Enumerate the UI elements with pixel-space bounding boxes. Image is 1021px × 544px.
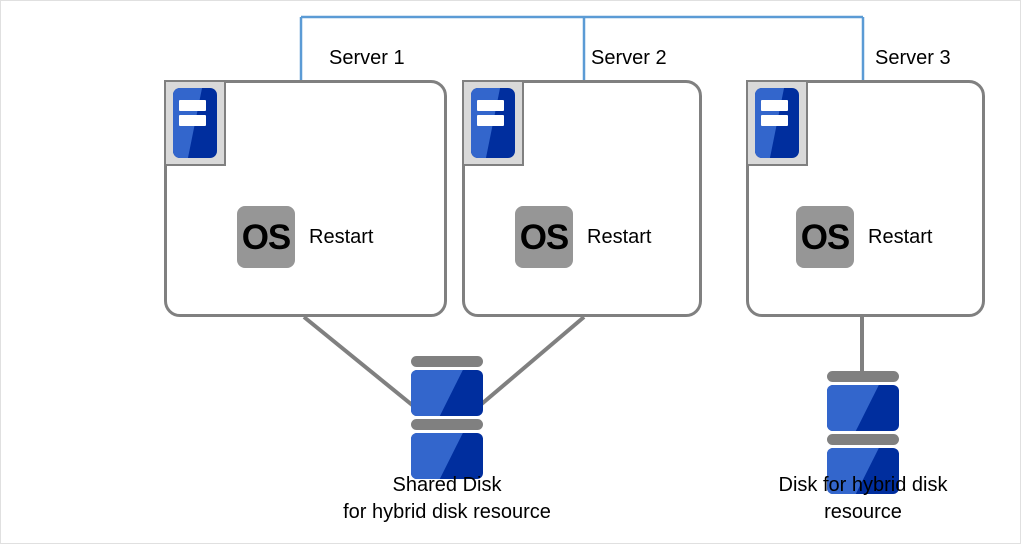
- server-icon: [471, 88, 515, 158]
- server-icon-bar: [178, 114, 206, 126]
- os-status-label: Restart: [868, 225, 933, 248]
- disk-platter-highlight: [827, 385, 879, 431]
- disk-platter: [411, 433, 483, 479]
- server-icon-bar: [760, 114, 788, 126]
- server-label-3: Server 3: [875, 47, 951, 69]
- disk-separator: [827, 434, 899, 445]
- server-icon-bar: [760, 99, 788, 111]
- server-icon: [173, 88, 217, 158]
- shared-disk-icon[interactable]: [411, 353, 483, 479]
- server-icon-bar: [178, 99, 206, 111]
- disk-separator: [411, 419, 483, 430]
- disk-platter: [411, 370, 483, 416]
- disk-platter: [827, 448, 899, 494]
- os-status-label: Restart: [309, 225, 374, 248]
- disk-platter: [827, 385, 899, 431]
- server-label-2: Server 2: [591, 47, 667, 69]
- server-icon-bar: [476, 99, 504, 111]
- os-badge: OS: [796, 206, 854, 268]
- disk-separator: [411, 356, 483, 367]
- server-icon-badge-2: [462, 80, 524, 166]
- server-label-1: Server 1: [329, 47, 405, 69]
- os-badge: OS: [237, 206, 295, 268]
- hybrid-disk-icon[interactable]: [827, 368, 899, 494]
- os-status-row-3: OS Restart: [796, 206, 932, 268]
- network-bracket-icon: [299, 15, 865, 80]
- disk-separator: [827, 371, 899, 382]
- server-icon-badge-3: [746, 80, 808, 166]
- shared-disk-caption: Shared Disk for hybrid disk resource: [343, 474, 551, 523]
- server-icon-badge-1: [164, 80, 226, 166]
- server-icon: [755, 88, 799, 158]
- server-box-1[interactable]: [164, 80, 447, 317]
- os-status-row-1: OS Restart: [237, 206, 373, 268]
- os-status-row-2: OS Restart: [515, 206, 651, 268]
- disk-platter-highlight: [411, 370, 463, 416]
- os-badge: OS: [515, 206, 573, 268]
- disk-connector-lines: [302, 315, 864, 415]
- server-icon-bar: [476, 114, 504, 126]
- os-status-label: Restart: [587, 225, 652, 248]
- hybrid-disk-caption: Disk for hybrid disk resource: [778, 474, 948, 523]
